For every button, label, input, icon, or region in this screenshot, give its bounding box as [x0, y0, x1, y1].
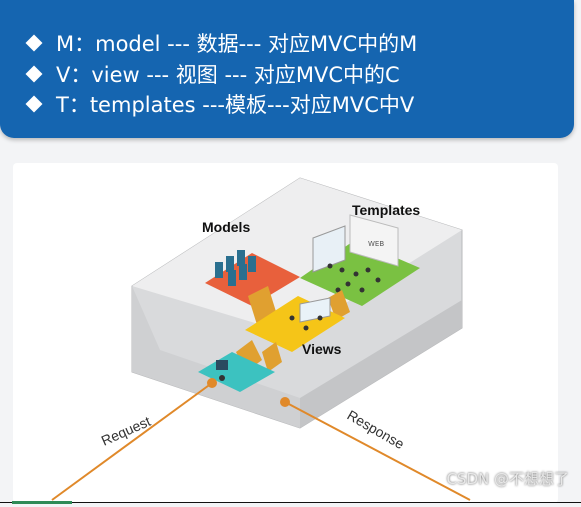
models-label: Models	[202, 219, 250, 235]
bullet-template: T：templates ---模板---对应MVC中V	[25, 89, 415, 119]
building-left-wall	[132, 286, 300, 428]
views-label: Views	[302, 341, 342, 357]
views-window	[299, 297, 331, 323]
response-exit-point	[280, 397, 290, 407]
bottom-divider	[0, 502, 581, 503]
bullet-text: T：templates ---模板---对应MVC中V	[56, 93, 415, 117]
entry-person	[219, 375, 225, 381]
building-right-wall	[300, 300, 462, 428]
csdn-watermark: CSDN @不想想了	[446, 470, 569, 488]
server-racks	[215, 250, 256, 286]
templates-whiteboard	[349, 214, 399, 267]
response-label: Response	[345, 407, 408, 452]
response-flow-line	[284, 401, 471, 501]
views-side-stairs	[262, 342, 282, 372]
templates-label: Templates	[352, 202, 420, 218]
bullet-text: V：view --- 视图 --- 对应MVC中的C	[56, 63, 400, 87]
bottom-accent-bar	[12, 501, 72, 504]
views-people	[289, 315, 323, 331]
building-floor	[132, 178, 462, 335]
request-flow-line	[51, 382, 213, 501]
templates-stairs	[328, 290, 350, 320]
web-board-text: WEB	[368, 240, 384, 248]
request-entry-point	[207, 378, 217, 388]
bullet-text: M：model --- 数据--- 对应MVC中的M	[56, 32, 418, 56]
bullet-model: M：model --- 数据--- 对应MVC中的M	[25, 28, 418, 58]
request-label: Request	[99, 413, 153, 449]
entry-desk	[216, 360, 228, 370]
bullet-view: V：view --- 视图 --- 对应MVC中的C	[25, 59, 400, 89]
templates-people	[327, 263, 381, 293]
models-room-floor	[205, 253, 300, 306]
header-banner: M：model --- 数据--- 对应MVC中的M V：view --- 视图…	[0, 0, 574, 138]
templates-window	[312, 225, 346, 273]
